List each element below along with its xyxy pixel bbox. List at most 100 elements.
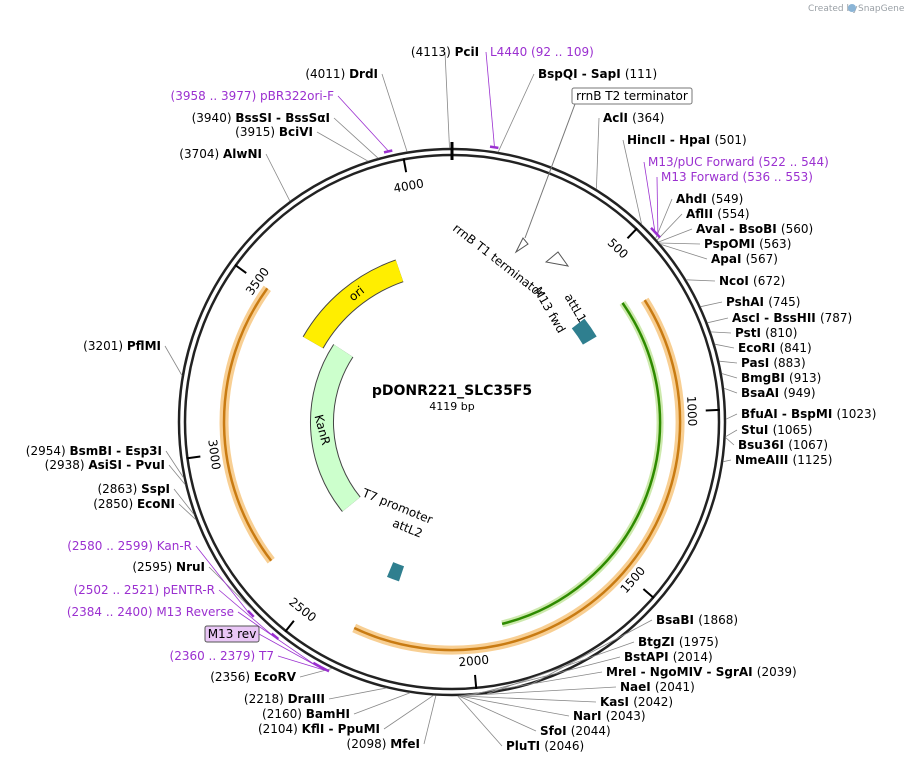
- rrnb-t2-label: rrnB T2 terminator: [576, 89, 688, 103]
- site-enzyme: PstI: [735, 326, 765, 340]
- site-enzyme: DraIII: [288, 692, 325, 706]
- site-bmgbi: BmgBI (913): [721, 371, 821, 385]
- rrnb-t2-leader: [524, 103, 576, 239]
- primer-label: (2360 .. 2379) T7: [170, 649, 274, 663]
- site-pluti: PluTI (2046): [457, 695, 584, 753]
- primer-mark: [246, 609, 255, 618]
- site-position: (787): [820, 311, 852, 325]
- plasmid-size: 4119 bp: [429, 400, 474, 413]
- site-leader: [487, 641, 635, 695]
- kanr-feature: [309, 344, 361, 512]
- site-leader: [459, 695, 597, 703]
- site-enzyme: AclI: [603, 111, 632, 125]
- primer-m13-rev: M13 rev: [204, 625, 328, 672]
- site-leader: [458, 695, 537, 732]
- site-acli: AclI (364): [596, 111, 664, 190]
- tick-label: 2500: [286, 595, 319, 625]
- site-label: BtgZI (1975): [638, 635, 719, 649]
- site-ecori: EcoRI (841): [714, 341, 812, 355]
- site-enzyme: NarI: [573, 709, 606, 723]
- site-label: EcoRI (841): [738, 341, 812, 355]
- site-pasi: PasI (883): [719, 356, 806, 370]
- primer-mark: [653, 230, 661, 239]
- primer-leader: [485, 51, 495, 147]
- site-bsmbi-esp3i: (2954) BsmBI - Esp3I: [26, 444, 185, 479]
- site-leader: [470, 656, 621, 696]
- sites-layer: (4113) PciI(4011) DrdI(3940) BssSI - Bss…: [26, 45, 877, 753]
- site-label: BfuAI - BspMI (1023): [741, 407, 876, 421]
- site-bstapi: BstAPI (2014): [470, 650, 713, 696]
- primer-t7: (2360 .. 2379) T7: [170, 649, 330, 673]
- site-enzyme: NmeAIII: [735, 453, 793, 467]
- site-leader: [444, 51, 450, 149]
- site-econi: (2850) EcoNI: [93, 497, 197, 521]
- ori-feature: [302, 259, 404, 349]
- site-draiii: (2218) DraIII: [244, 687, 387, 706]
- site-leader: [658, 228, 693, 243]
- site-label: KasI (2042): [600, 695, 673, 709]
- site-leader: [655, 198, 673, 239]
- primer-label: (3958 .. 3977) pBR322ori-F: [171, 89, 335, 103]
- tick-label: 4000: [392, 176, 425, 195]
- site-enzyme: BssSI - BssSαI: [235, 111, 330, 125]
- site-label: AflII (554): [686, 207, 750, 221]
- backbone-orf-highlight: [219, 285, 275, 564]
- site-leader: [383, 695, 434, 730]
- site-drdi: (4011) DrdI: [305, 67, 408, 152]
- site-enzyme: MreI - NgoMIV - SgrAI: [606, 665, 757, 679]
- snapgene-credit: Created by SnapGene: [808, 4, 905, 14]
- site-label: BspQI - SapI (111): [538, 67, 657, 81]
- site-hincii-hpai: HincII - HpaI (501): [622, 133, 747, 225]
- attl1-label: attL1: [562, 291, 590, 325]
- site-position: (2954): [26, 444, 70, 458]
- site-bcivi: (3915) BciVI: [235, 125, 369, 162]
- site-enzyme: BtgZI: [638, 635, 679, 649]
- primer-mark: [320, 666, 330, 673]
- site-enzyme: AlwNI: [223, 147, 262, 161]
- site-pflmi: (3201) PflMI: [83, 339, 183, 376]
- backbone: [177, 142, 727, 697]
- site-enzyme: EcoRI: [738, 341, 779, 355]
- site-position: (810): [765, 326, 797, 340]
- site-enzyme: KflI - PpuMI: [302, 722, 380, 736]
- site-leader: [660, 243, 708, 260]
- primer-leader: [258, 633, 323, 670]
- orf-inner-track: [501, 302, 662, 626]
- site-position: (2039): [757, 665, 797, 679]
- site-label: AhdI (549): [676, 192, 743, 206]
- site-leader: [458, 695, 570, 717]
- site-position: (1125): [793, 453, 833, 467]
- site-label: (2954) BsmBI - Esp3I: [26, 444, 162, 458]
- site-enzyme: DrdI: [349, 67, 378, 81]
- site-position: (2850): [93, 497, 137, 511]
- site-bsaai: BsaAI (949): [723, 386, 816, 400]
- site-position: (3704): [179, 147, 223, 161]
- site-leader: [725, 413, 738, 420]
- site-position: (2863): [97, 482, 141, 496]
- primer-label: M13 rev: [208, 627, 257, 641]
- site-leader: [659, 242, 701, 245]
- site-enzyme: EcoRV: [254, 670, 297, 684]
- site-label: NarI (2043): [573, 709, 646, 723]
- site-nmeaiii: NmeAIII (1125): [723, 453, 832, 467]
- site-leader: [178, 503, 197, 521]
- site-bsssi-bsss-i: (3940) BssSI - BssSαI: [192, 111, 379, 159]
- kanr-feature-fill: [310, 344, 360, 512]
- site-position: (111): [625, 67, 657, 81]
- site-bamhi: (2160) BamHI: [262, 692, 411, 721]
- site-position: (2938): [45, 458, 89, 472]
- tick-mark: [705, 408, 720, 412]
- tick-label: 1000: [684, 395, 699, 426]
- site-sfoi: SfoI (2044): [458, 695, 611, 738]
- primers-layer: L4440 (92 .. 109)(3958 .. 3977) pBR322or…: [67, 45, 829, 673]
- site-mfei: (2098) MfeI: [347, 695, 437, 751]
- primer-leader: [277, 655, 325, 671]
- tick-label: 2000: [458, 653, 490, 670]
- site-position: (1868): [698, 613, 738, 627]
- tick-label: 500: [605, 236, 631, 262]
- site-label: HincII - HpaI (501): [627, 133, 747, 147]
- backbone-inner-strand: [183, 153, 721, 691]
- site-position: (2218): [244, 692, 288, 706]
- site-position: (2104): [258, 722, 302, 736]
- site-position: (2046): [544, 739, 584, 753]
